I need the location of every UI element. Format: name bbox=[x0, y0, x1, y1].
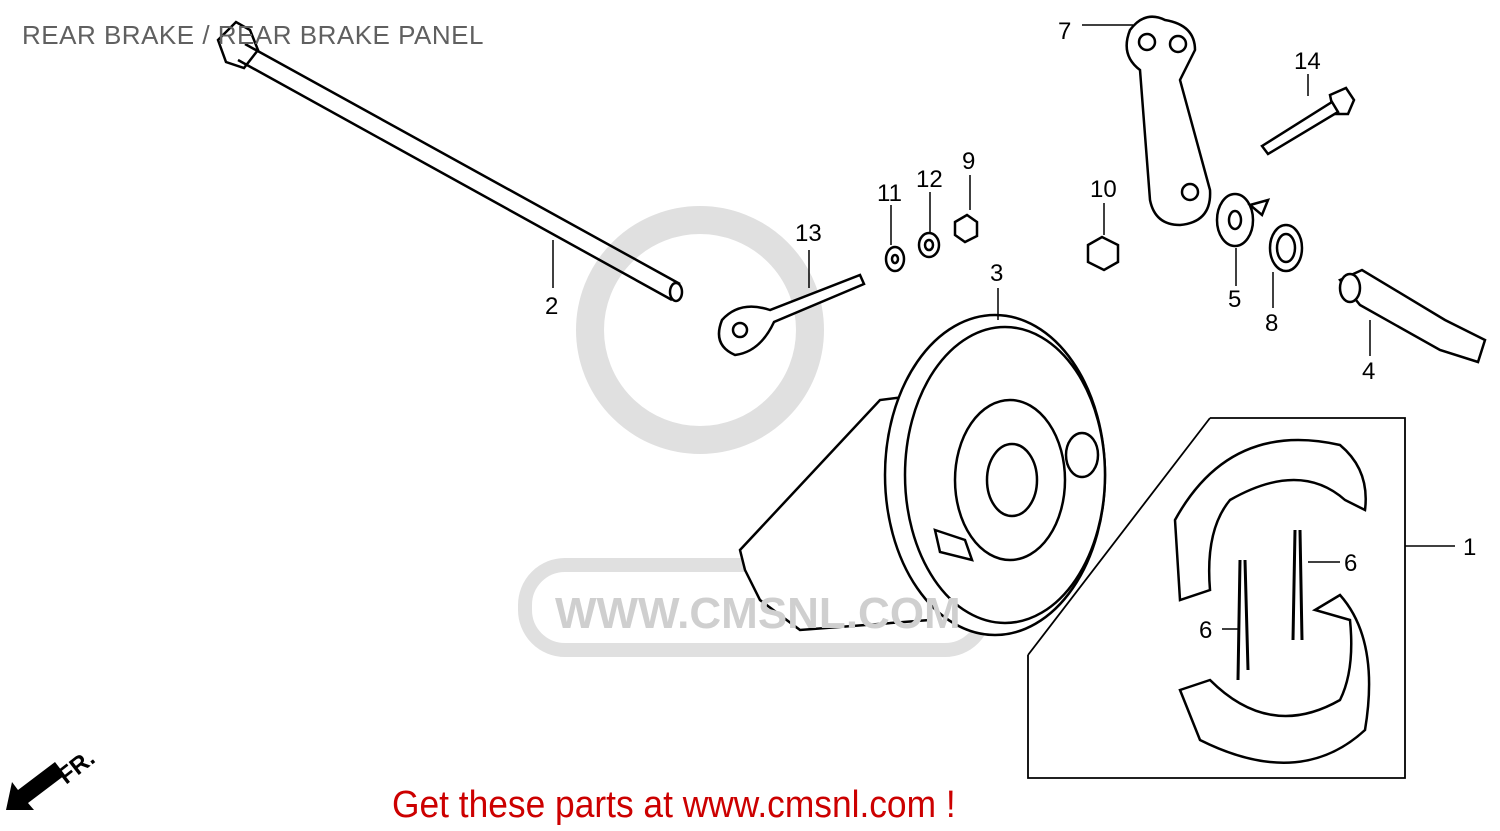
callout-11: 11 bbox=[877, 180, 902, 207]
callout-9: 9 bbox=[962, 148, 975, 175]
callout-6b: 6 bbox=[1199, 617, 1212, 644]
callout-10: 10 bbox=[1090, 176, 1117, 203]
front-direction-arrow-icon: FR. bbox=[6, 745, 100, 810]
part-brake-panel bbox=[738, 288, 1107, 637]
promo-link[interactable]: Get these parts at www.cmsnl.com ! bbox=[392, 784, 956, 826]
part-axle bbox=[216, 20, 684, 303]
callout-7: 7 bbox=[1058, 18, 1071, 45]
callout-4: 4 bbox=[1362, 358, 1375, 385]
callout-12: 12 bbox=[916, 166, 943, 193]
part-seals bbox=[1215, 192, 1304, 308]
callout-2: 2 bbox=[545, 293, 558, 320]
part-small-hardware bbox=[884, 175, 1120, 273]
callout-5: 5 bbox=[1228, 286, 1241, 313]
front-label: FR. bbox=[53, 745, 100, 790]
page-title: REAR BRAKE / REAR BRAKE PANEL bbox=[22, 20, 484, 50]
callout-13: 13 bbox=[795, 220, 822, 247]
callout-1: 1 bbox=[1463, 534, 1476, 561]
callout-labels: 1 2 3 4 5 6 6 7 8 9 10 11 12 13 14 bbox=[545, 18, 1476, 644]
part-brake-shoes bbox=[1027, 417, 1455, 779]
part-brake-cam bbox=[1338, 268, 1487, 364]
callout-8: 8 bbox=[1265, 310, 1278, 337]
callout-14: 14 bbox=[1294, 48, 1321, 75]
watermark-text: WWW.CMSNL.COM bbox=[555, 589, 961, 638]
part-brake-arm bbox=[1082, 15, 1212, 227]
part-bolt bbox=[1260, 74, 1356, 156]
callout-3: 3 bbox=[990, 260, 1003, 287]
part-adjust-rod bbox=[717, 250, 866, 357]
callout-6a: 6 bbox=[1344, 550, 1357, 577]
